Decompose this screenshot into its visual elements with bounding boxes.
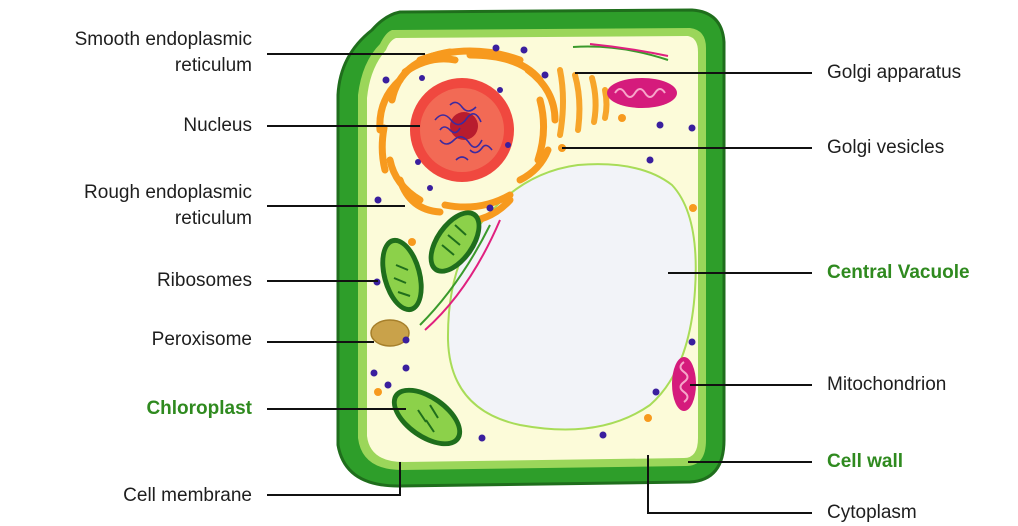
mitochondrion-top: [607, 78, 677, 108]
label-central-vacuole: Central Vacuole: [827, 260, 970, 286]
label-smooth-er-line2: reticulum: [75, 53, 252, 79]
label-nucleus: Nucleus: [183, 113, 252, 139]
label-rough-er-line1: Rough endoplasmic: [84, 180, 252, 206]
label-peroxisome: Peroxisome: [152, 327, 252, 353]
label-rough-er-line2: reticulum: [84, 206, 252, 232]
label-cytoplasm: Cytoplasm: [827, 500, 917, 526]
label-golgi-vesicles: Golgi vesicles: [827, 135, 944, 161]
label-mitochondrion: Mitochondrion: [827, 372, 946, 398]
nucleolus: [450, 112, 478, 140]
label-smooth-er: Smooth endoplasmic reticulum: [75, 27, 252, 79]
label-smooth-er-line1: Smooth endoplasmic: [75, 27, 252, 53]
label-chloroplast: Chloroplast: [146, 396, 252, 422]
label-rough-er: Rough endoplasmic reticulum: [84, 180, 252, 232]
label-cell-membrane: Cell membrane: [123, 483, 252, 509]
label-ribosomes: Ribosomes: [157, 268, 252, 294]
label-golgi-apparatus: Golgi apparatus: [827, 60, 961, 86]
label-cell-wall: Cell wall: [827, 449, 903, 475]
